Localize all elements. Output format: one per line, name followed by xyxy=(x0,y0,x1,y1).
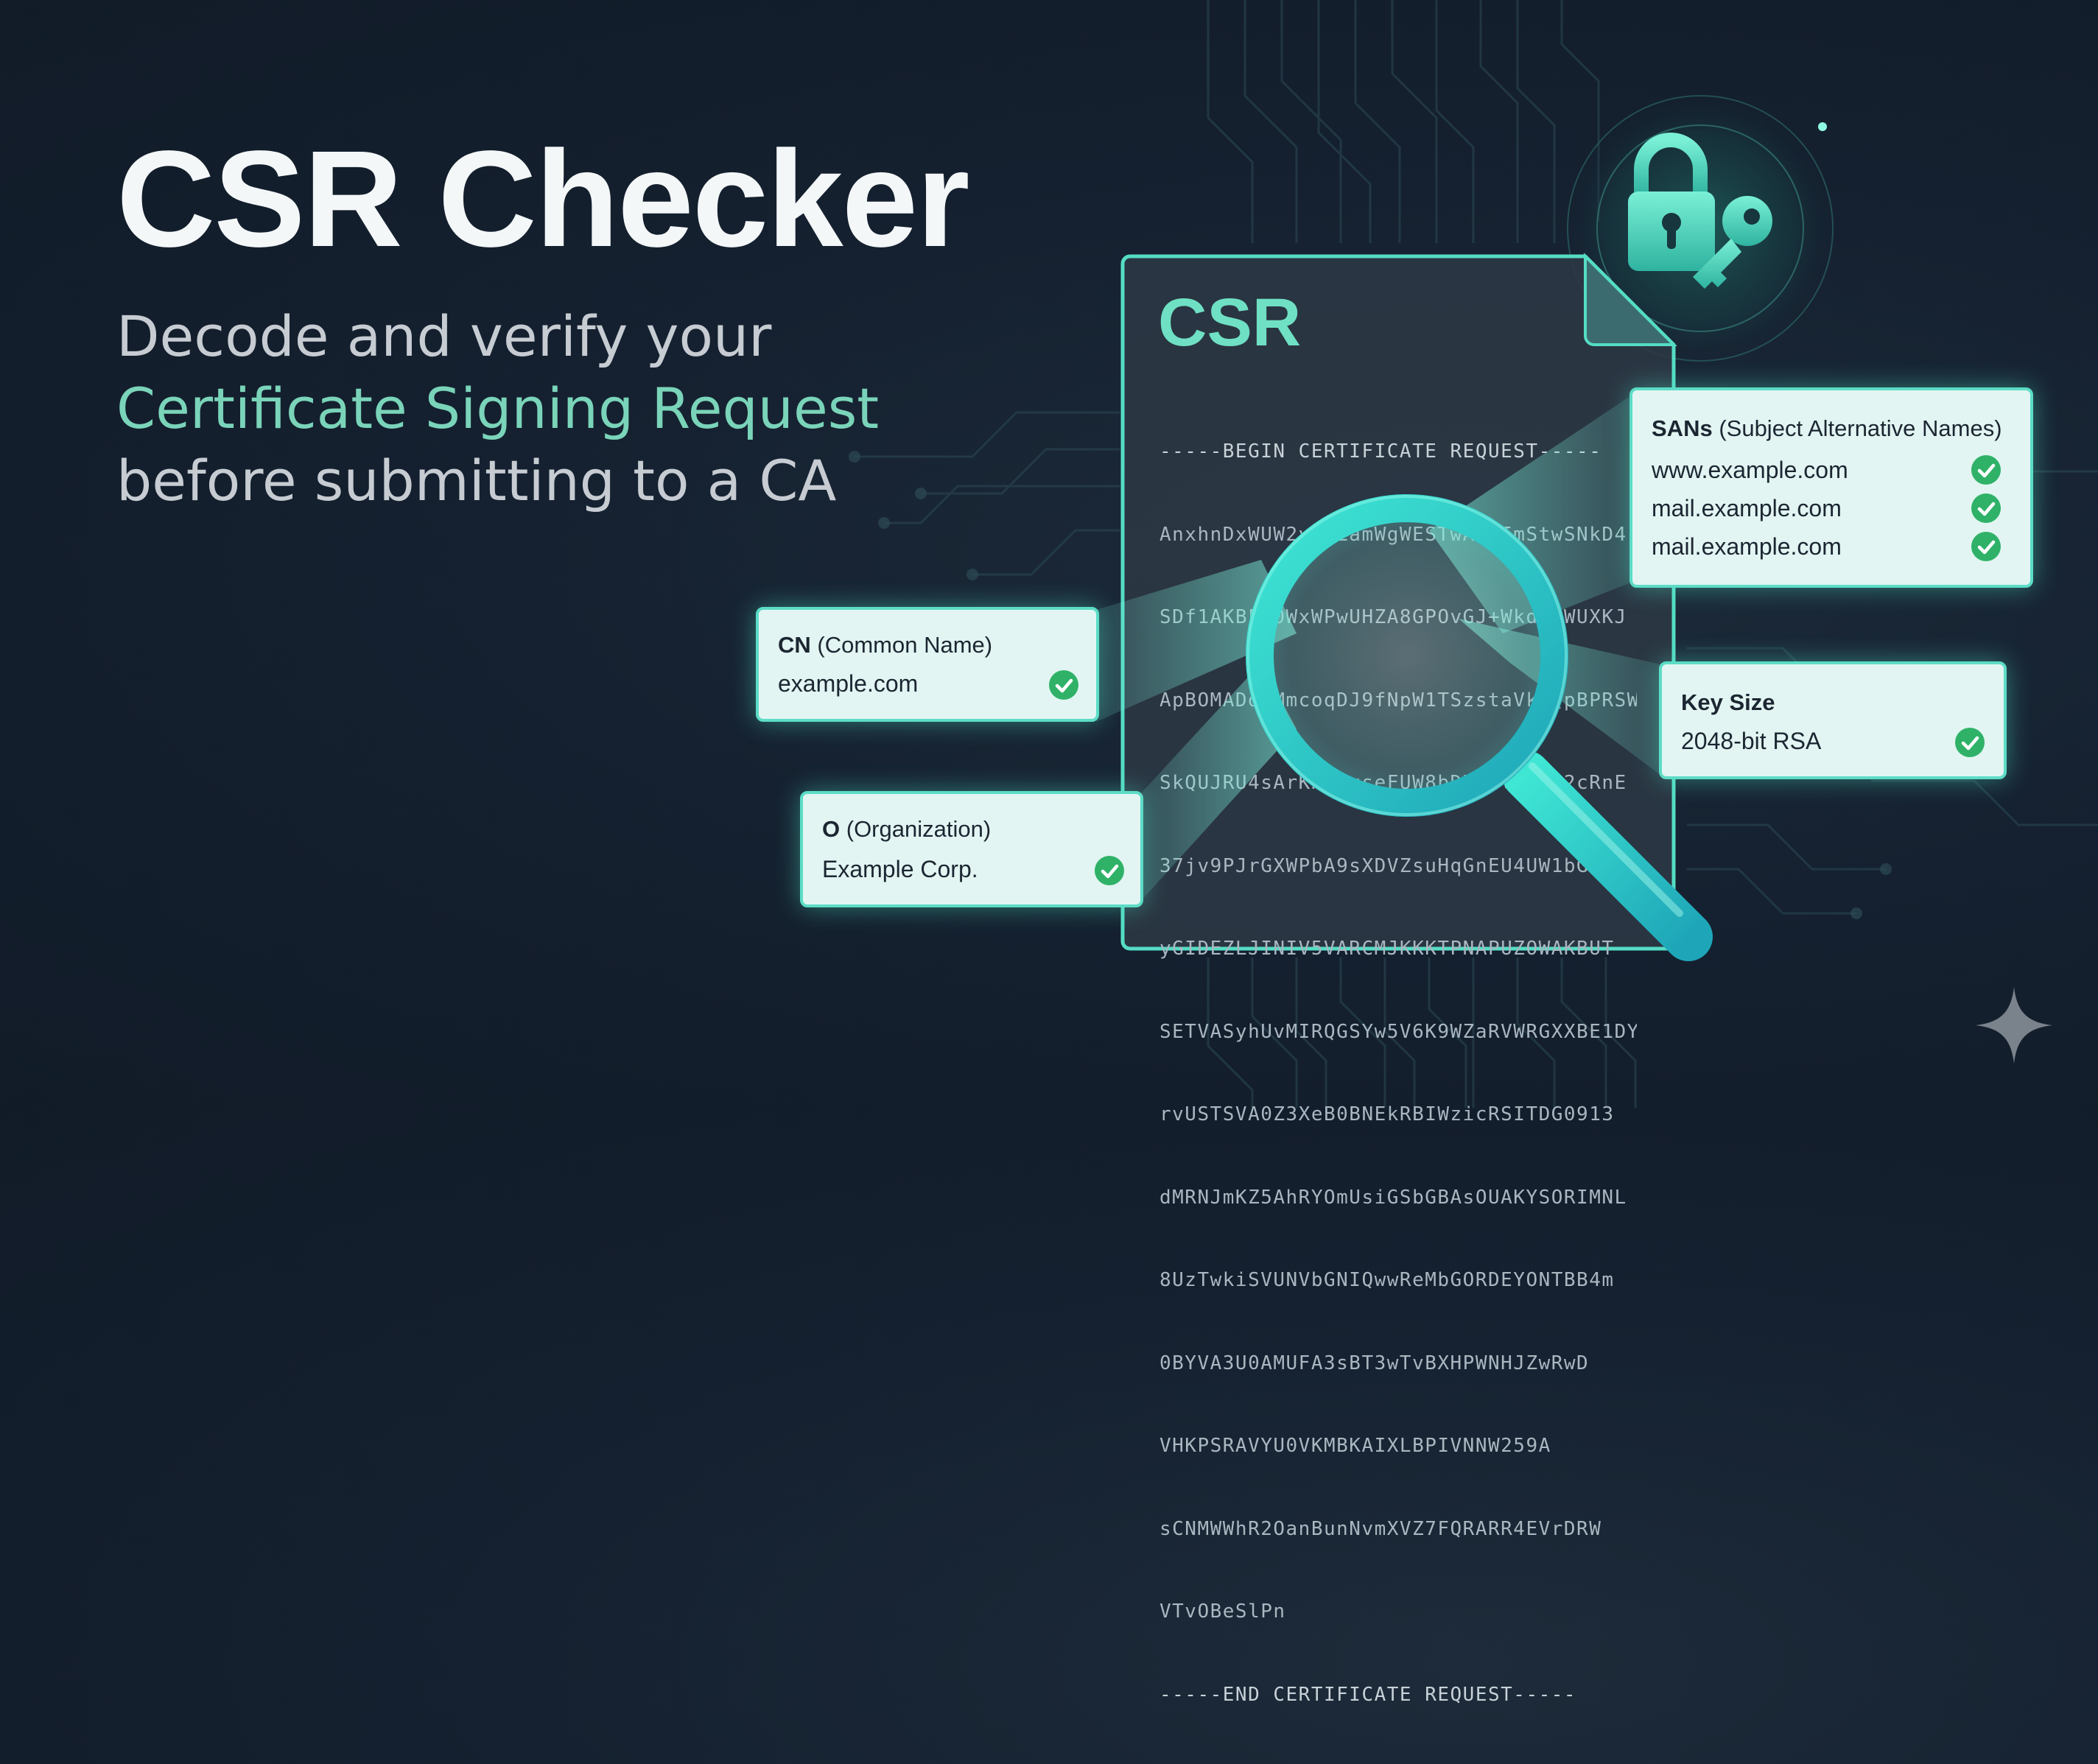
keysize-key: Key Size xyxy=(1681,689,1775,715)
csr-line: dMRNJmKZ5AhRYOmUsiGSbGBAsOUAKYSORIMNL xyxy=(1159,1186,1627,1209)
csr-line: 0BYVA3U0AMUFA3sBT3wTvBXHPWNHJZwRwD xyxy=(1159,1352,1590,1374)
sans-label: SANs (Subject Alternative Names) xyxy=(1652,415,2002,442)
sparkle-icon xyxy=(1976,987,2052,1064)
san-value: mail.example.com xyxy=(1652,495,1842,521)
check-icon xyxy=(1971,532,2001,561)
csr-line: sCNMWWhR2OanBunNvmXVZ7FQRARR4EVrDRW xyxy=(1159,1517,1602,1540)
sans-desc: (Subject Alternative Names) xyxy=(1719,415,2002,441)
check-icon xyxy=(1971,455,2001,485)
keysize-card: Key Size 2048-bit RSA xyxy=(1659,661,2007,779)
sans-card: SANs (Subject Alternative Names) www.exa… xyxy=(1629,387,2033,588)
csr-line: rvUSTSVA0Z3XeB0BNEkRBIWzicRSITDG0913 xyxy=(1159,1103,1615,1125)
csr-line: yGIDEZLJINIV5VARCMJKKKTPNAPUZOWAKBUT xyxy=(1159,938,1615,960)
org-desc: (Organization) xyxy=(846,816,992,842)
csr-line: SETVASyhUvMIRQGSYw5V6K9WZaRVWRGXXBE1DY xyxy=(1159,1020,1637,1043)
csr-line: VHKPSRAVYU0VKMBKAIXLBPIVNNW259A xyxy=(1159,1435,1551,1457)
org-value: Example Corp. xyxy=(822,856,978,882)
org-label: O (Organization) xyxy=(822,816,991,843)
check-icon xyxy=(1095,856,1124,885)
subtitle-line-1: Decode and verify your xyxy=(116,303,772,369)
lock-icon xyxy=(1628,133,1715,271)
san-value: www.example.com xyxy=(1652,457,1848,483)
end-marker: -----END CERTIFICATE REQUEST----- xyxy=(1159,1683,1577,1706)
csr-line: VTvOBeSlPn xyxy=(1159,1600,1286,1623)
sans-key: SANs xyxy=(1652,415,1713,441)
check-icon xyxy=(1049,670,1078,700)
subtitle-line-2: Certificate Signing Request xyxy=(116,376,880,441)
org-card: O (Organization) Example Corp. xyxy=(800,791,1143,907)
org-key: O xyxy=(822,816,841,842)
cn-key: CN xyxy=(778,632,811,658)
magnifier-icon xyxy=(1246,494,1713,961)
subtitle-line-3: before submitting to a CA xyxy=(116,448,837,513)
san-value: mail.example.com xyxy=(1652,533,1842,560)
cn-value: example.com xyxy=(778,670,919,697)
key-icon xyxy=(1693,196,1772,289)
subtitle: Decode and verify your Certificate Signi… xyxy=(116,301,879,517)
check-icon xyxy=(1971,493,2001,523)
csr-line: 8UzTwkiSVUNVbGNIQwwReMbGORDEYONTBB4m xyxy=(1159,1269,1615,1291)
keysize-value: 2048-bit RSA xyxy=(1681,728,1822,754)
cn-desc: (Common Name) xyxy=(817,632,993,658)
keysize-label: Key Size xyxy=(1681,689,1775,716)
lock-key-emblem xyxy=(1563,91,1837,365)
document-label: CSR xyxy=(1158,285,1302,360)
check-icon xyxy=(1955,728,1985,757)
cn-label: CN (Common Name) xyxy=(778,632,992,658)
page-title: CSR Checker xyxy=(116,123,969,275)
cn-card: CN (Common Name) example.com xyxy=(756,607,1099,722)
